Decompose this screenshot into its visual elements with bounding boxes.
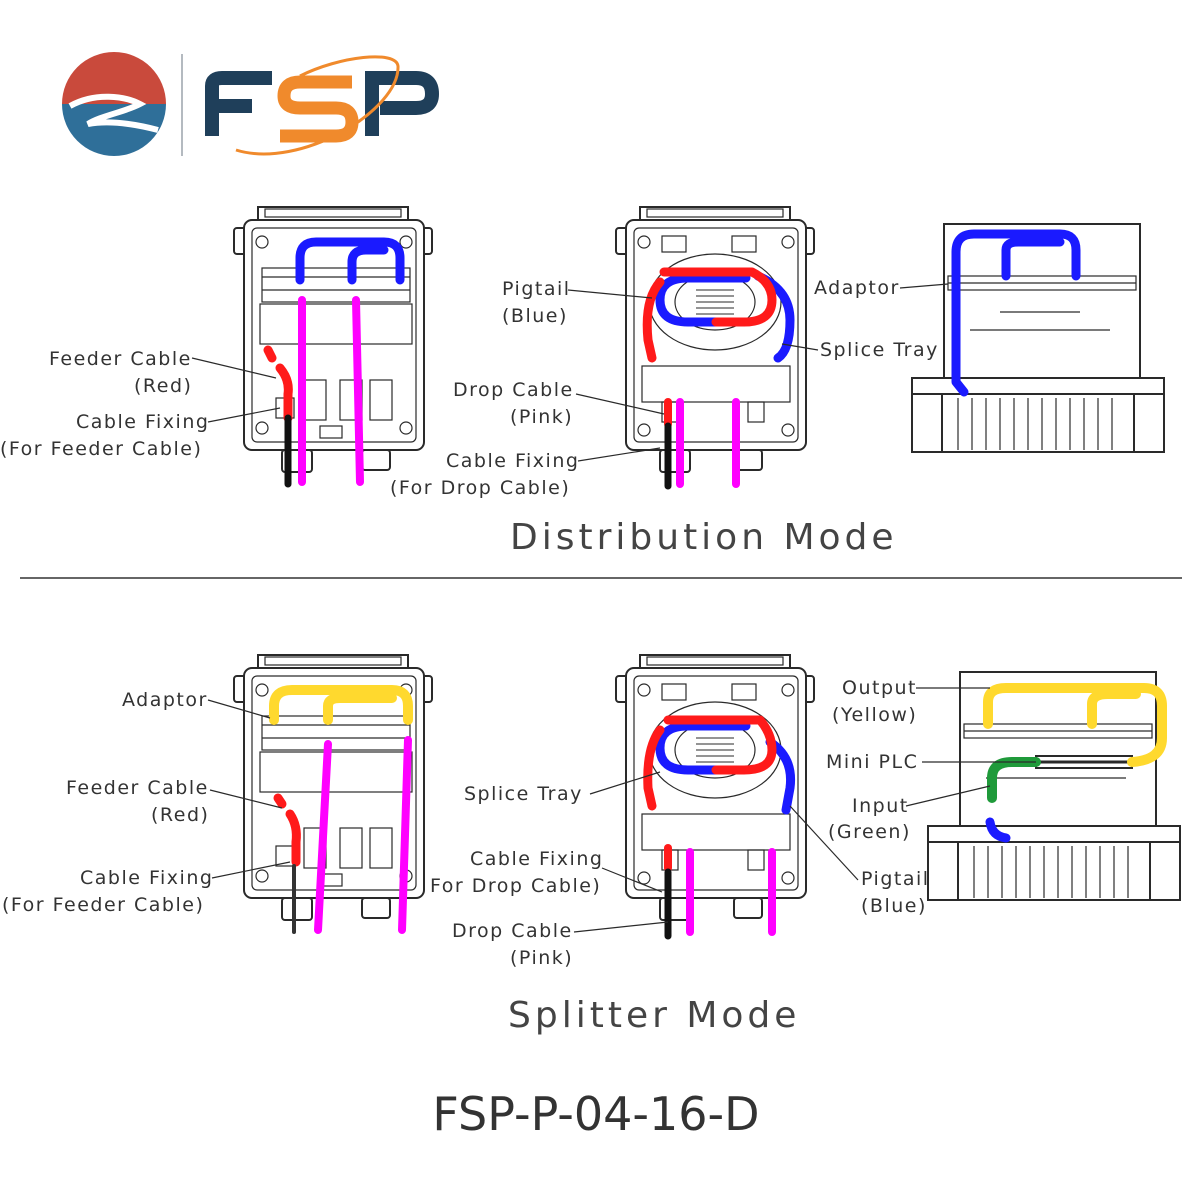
label-cable-fixing-drop-s: Cable Fixing: [470, 848, 603, 870]
logo-wordmark: [205, 71, 440, 136]
splitter-enclosure-splice-tray: [615, 654, 815, 940]
splice-tray-coil-s: [696, 737, 734, 763]
label-pigtail-s: Pigtail: [861, 868, 930, 890]
distribution-side-view: [911, 223, 1165, 453]
drop-pink-fibre: [298, 296, 364, 486]
leader-adaptor: [899, 283, 949, 289]
leader-pigtail: [567, 289, 653, 299]
label-feeder-cable-color: (Red): [134, 375, 192, 397]
input-blue-side: [985, 817, 1011, 843]
distribution-enclosure-splice-tray: [615, 206, 815, 490]
distribution-enclosure-adaptor: [233, 206, 433, 488]
label-cable-fixing-drop-sub-s: For Drop Cable): [430, 875, 601, 897]
label-pigtail-color-s: (Blue): [861, 895, 927, 917]
label-feeder-cable: Feeder Cable: [49, 348, 192, 370]
label-cable-fixing-feeder-sub: (For Feeder Cable): [0, 438, 202, 460]
label-cable-fixing-drop: Cable Fixing: [446, 450, 579, 472]
feeder-red-loop: [642, 267, 777, 363]
distribution-mode-title: Distribution Mode: [510, 517, 898, 558]
pigtail-blue-side: [951, 229, 1081, 397]
leader-splice-tray: [781, 343, 819, 351]
label-input: Input: [852, 795, 909, 817]
leader-splice-tray-s: [589, 771, 661, 795]
label-adaptor-s: Adaptor: [122, 689, 208, 711]
leader-cable-fixing-drop-s: [601, 867, 663, 893]
output-yellow-fibre: [269, 685, 413, 725]
logo-s-mark: [277, 75, 359, 143]
leader-pigtail-s: [789, 805, 859, 881]
brand-logo: [62, 52, 440, 156]
logo-orbit: [235, 55, 400, 156]
label-output: Output: [842, 677, 917, 699]
drop-pink-fibres-s: [314, 736, 412, 934]
logo-circle-top: [62, 52, 166, 104]
pigtail-blue-fibre: [295, 237, 405, 285]
label-drop-cable-s: Drop Cable: [452, 920, 573, 942]
label-cable-fixing-feeder: Cable Fixing: [76, 411, 209, 433]
splitter-side-view: [927, 671, 1181, 901]
label-mini-plc: Mini PLC: [826, 751, 918, 773]
splitter-enclosure-adaptor: [233, 654, 433, 934]
label-input-color: (Green): [828, 821, 911, 843]
feeder-red-loop-s: [643, 715, 777, 811]
leader-drop-cable-s: [573, 921, 669, 933]
logo-wave: [68, 93, 159, 133]
distribution-mode-section: Feeder Cable (Red) Cable Fixing (For Fee…: [0, 206, 1165, 558]
label-drop-cable-color: (Pink): [510, 406, 573, 428]
splitter-mode-title: Splitter Mode: [508, 995, 800, 1036]
label-drop-cable: Drop Cable: [453, 379, 574, 401]
label-feeder-cable-color-s: (Red): [151, 804, 209, 826]
leader-cable-fixing-s: [211, 861, 291, 879]
leader-cable-fixing-drop: [577, 447, 661, 462]
label-adaptor: Adaptor: [814, 277, 900, 299]
label-pigtail-color: (Blue): [502, 305, 568, 327]
drop-pink-fibres-s2: [686, 848, 776, 936]
leader-feeder-cable: [191, 357, 277, 379]
label-cable-fixing-feeder-s: (For Feeder Cable): [2, 894, 204, 916]
label-output-color: (Yellow): [832, 704, 917, 726]
leader-feeder-cable-s: [209, 789, 283, 809]
pigtail-blue-loop: [655, 271, 795, 363]
logo-circle-bottom: [62, 104, 166, 156]
splice-tray-coil: [696, 289, 734, 315]
feeder-red-fibre: [263, 345, 293, 423]
leader-cable-fixing-feeder: [207, 407, 281, 423]
leader-adaptor-s: [207, 699, 271, 719]
leader-drop-cable: [575, 393, 665, 415]
label-cable-fixing-drop-sub: (For Drop Cable): [390, 477, 570, 499]
leader-input: [905, 785, 991, 807]
model-number: FSP-P-04-16-D: [432, 1087, 759, 1141]
output-yellow-side: [983, 683, 1167, 767]
splitter-mode-section: Adaptor Feeder Cable (Red) Cable Fixing …: [2, 654, 1181, 1036]
drop-pink-fibres: [676, 398, 740, 488]
label-splice-tray: Splice Tray: [820, 339, 939, 361]
label-cable-fixing-s: Cable Fixing: [80, 867, 213, 889]
label-drop-cable-color-s: (Pink): [510, 947, 573, 969]
label-feeder-cable-s: Feeder Cable: [66, 777, 209, 799]
label-splice-tray-s: Splice Tray: [464, 783, 583, 805]
label-pigtail: Pigtail: [502, 278, 571, 300]
feeder-red-fibre-s: [273, 793, 301, 867]
